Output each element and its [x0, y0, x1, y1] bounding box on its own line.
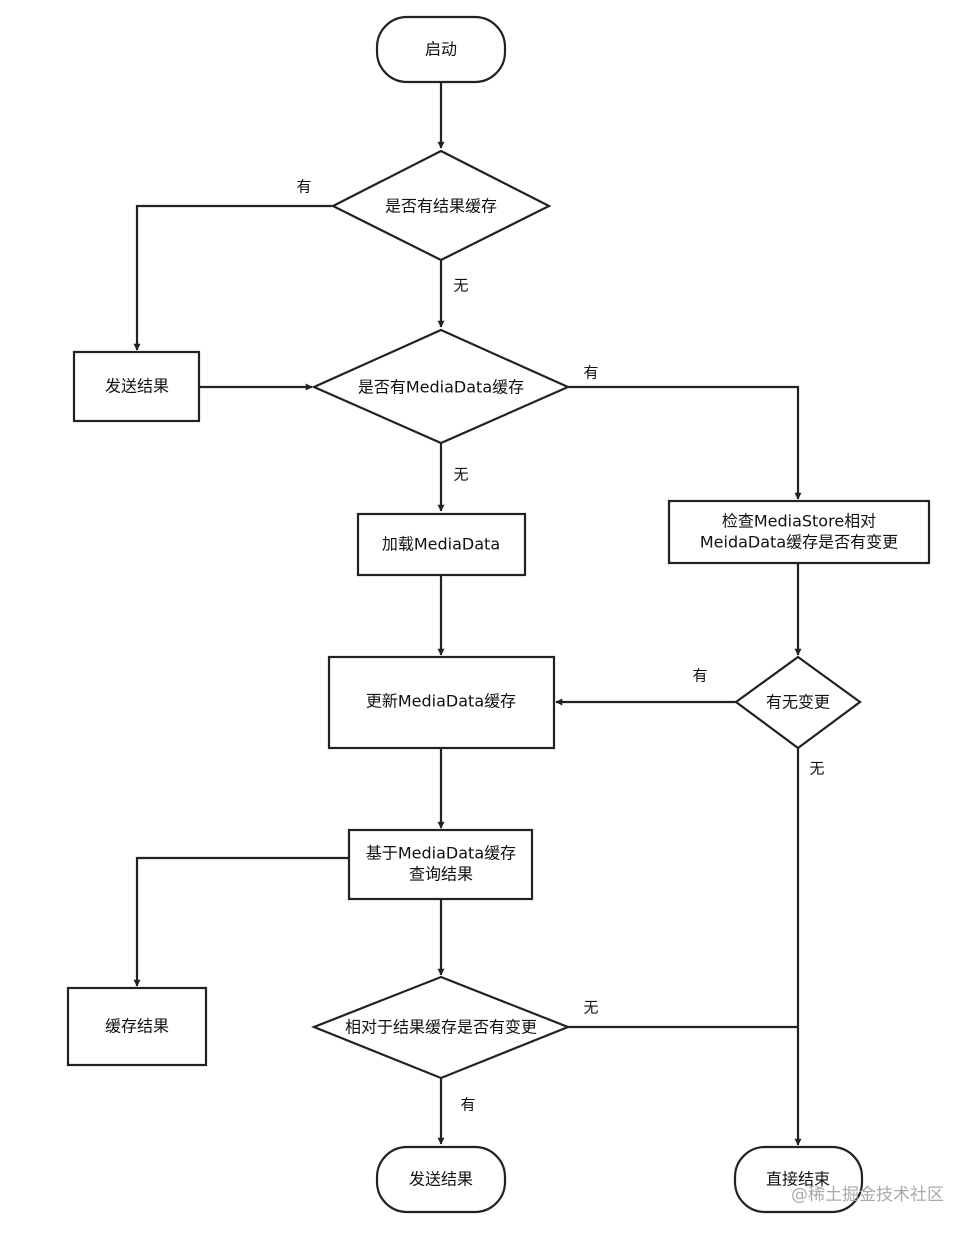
decision-result-cache-changed-label: 相对于结果缓存是否有变更 — [345, 1018, 537, 1037]
edge-label-yes: 有 — [692, 667, 707, 685]
watermark: @稀土掘金技术社区 — [791, 1185, 944, 1205]
process-check-mediastore-line-1: 检查MediaStore相对 — [722, 512, 876, 531]
decision-result-cache-changed: 相对于结果缓存是否有变更 — [311, 975, 571, 1080]
terminator-send-result-label: 发送结果 — [409, 1170, 473, 1189]
process-load-mediadata-label: 加载MediaData — [382, 535, 500, 554]
terminator-send-result: 发送结果 — [375, 1145, 507, 1214]
decision-has-result-cache: 是否有结果缓存 — [330, 149, 552, 262]
process-query-result-line-1: 基于MediaData缓存 — [366, 844, 516, 863]
edge-has-result-cache-yes-to-send-result — [133, 204, 332, 351]
edge-label-yes: 有 — [460, 1096, 475, 1114]
process-update-mediadata-cache-label: 更新MediaData缓存 — [366, 692, 516, 711]
edge-labels: 有 无 有 无 有 无 无 有 — [296, 178, 824, 1114]
edge-label-yes: 有 — [296, 178, 311, 196]
edge-label-no: 无 — [453, 466, 468, 484]
node-start-label: 启动 — [425, 40, 457, 59]
process-query-result-line-2: 查询结果 — [409, 865, 473, 884]
process-cache-result-label: 缓存结果 — [105, 1017, 169, 1036]
edge-label-no: 无 — [583, 999, 598, 1017]
terminator-end-direct-label: 直接结束 — [766, 1170, 830, 1189]
process-send-result-label: 发送结果 — [105, 377, 169, 396]
node-start: 启动 — [375, 15, 507, 84]
decision-has-change: 有无变更 — [734, 655, 862, 750]
process-check-mediastore: 检查MediaStore相对 MeidaData缓存是否有变更 — [667, 499, 931, 565]
terminator-end-direct: 直接结束 — [733, 1145, 864, 1214]
edge-label-no: 无 — [453, 277, 468, 295]
edges — [133, 82, 802, 1146]
process-check-mediastore-line-2: MeidaData缓存是否有变更 — [700, 533, 898, 552]
process-send-result: 发送结果 — [72, 350, 201, 423]
decision-has-mediadata-cache-label: 是否有MediaData缓存 — [358, 378, 524, 397]
edge-label-no: 无 — [809, 760, 824, 778]
decision-has-mediadata-cache: 是否有MediaData缓存 — [311, 328, 571, 445]
process-query-result: 基于MediaData缓存 查询结果 — [347, 828, 534, 901]
edge-query-result-to-cache-result — [133, 856, 349, 987]
edge-has-mediadata-cache-yes-to-check-mediastore — [568, 385, 802, 500]
decision-has-result-cache-label: 是否有结果缓存 — [385, 197, 497, 216]
process-cache-result: 缓存结果 — [66, 986, 208, 1067]
process-update-mediadata-cache: 更新MediaData缓存 — [327, 655, 556, 750]
decision-has-change-label: 有无变更 — [766, 693, 830, 712]
process-load-mediadata: 加载MediaData — [356, 512, 527, 577]
edge-label-yes: 有 — [583, 364, 598, 382]
